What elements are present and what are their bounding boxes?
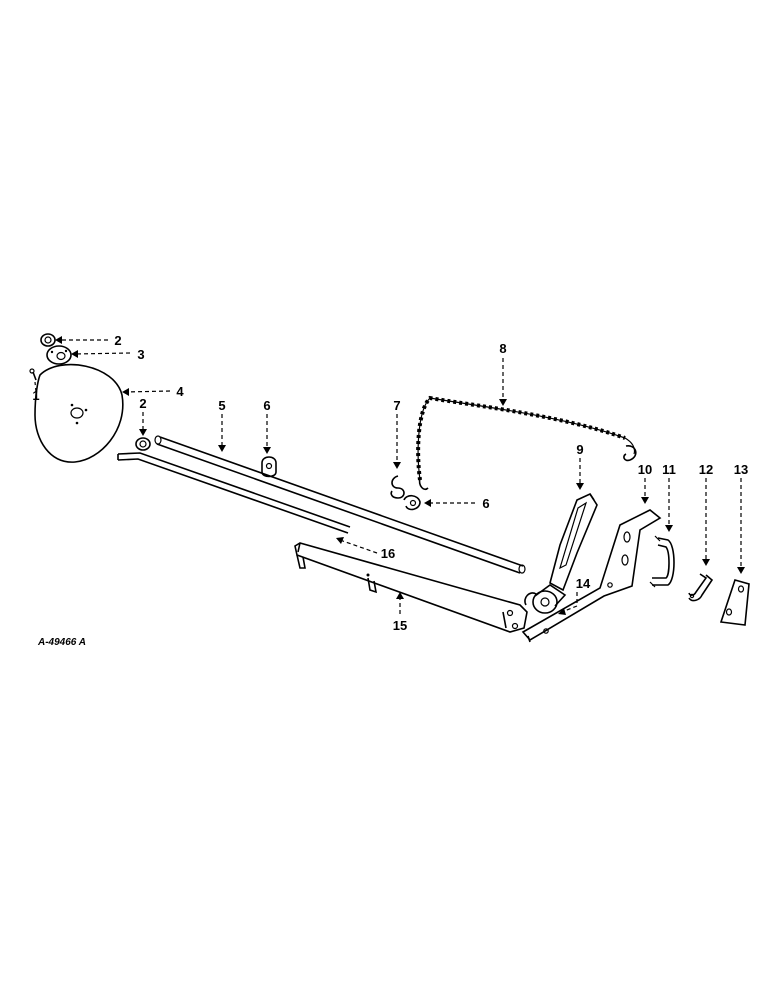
callout-2-lower: 2 — [139, 396, 146, 411]
part-6-clamp-lower — [403, 494, 421, 511]
part-6-clamp-upper — [261, 456, 277, 478]
callout-10: 10 — [638, 462, 652, 477]
part-14-swivel — [524, 584, 567, 614]
callout-5: 5 — [218, 398, 225, 413]
part-11-u-bolt — [649, 535, 675, 588]
callout-4: 4 — [176, 384, 184, 399]
callout-6-lower: 6 — [482, 496, 489, 511]
callout-13: 13 — [734, 462, 748, 477]
part-9-slotted-bracket — [549, 492, 598, 592]
callout-14: 14 — [576, 576, 591, 591]
part-2-nut-top — [40, 333, 56, 347]
part-7-s-hook — [390, 475, 405, 499]
part-15-flat-bar — [294, 542, 528, 633]
callout-2-top: 2 — [114, 333, 121, 348]
callout-6-upper: 6 — [263, 398, 270, 413]
callout-1: 1 — [32, 388, 39, 403]
part-16-bent-rod — [117, 452, 351, 534]
part-5-rod — [154, 435, 526, 574]
part-4-disc — [34, 363, 124, 463]
callout-labels: 1 2 3 4 2 5 6 7 8 6 9 10 11 12 13 14 15 … — [32, 333, 748, 633]
callout-7: 7 — [393, 398, 400, 413]
callout-8: 8 — [499, 341, 506, 356]
leader-lines — [34, 336, 745, 615]
callout-3: 3 — [137, 347, 144, 362]
part-8-chain — [416, 395, 637, 491]
callout-15: 15 — [393, 618, 407, 633]
part-2-nut-lower — [135, 437, 151, 451]
callout-11: 11 — [662, 462, 676, 477]
part-13-plate — [719, 579, 750, 626]
part-1-pin — [29, 368, 37, 381]
callout-16: 16 — [381, 546, 395, 561]
callout-12: 12 — [699, 462, 713, 477]
part-3-hub — [46, 345, 72, 365]
callout-9: 9 — [576, 442, 583, 457]
part-12-bent-strap — [688, 573, 714, 602]
drawing-code: A-49466 A — [37, 637, 86, 648]
part-10-frame-bracket — [521, 509, 662, 643]
